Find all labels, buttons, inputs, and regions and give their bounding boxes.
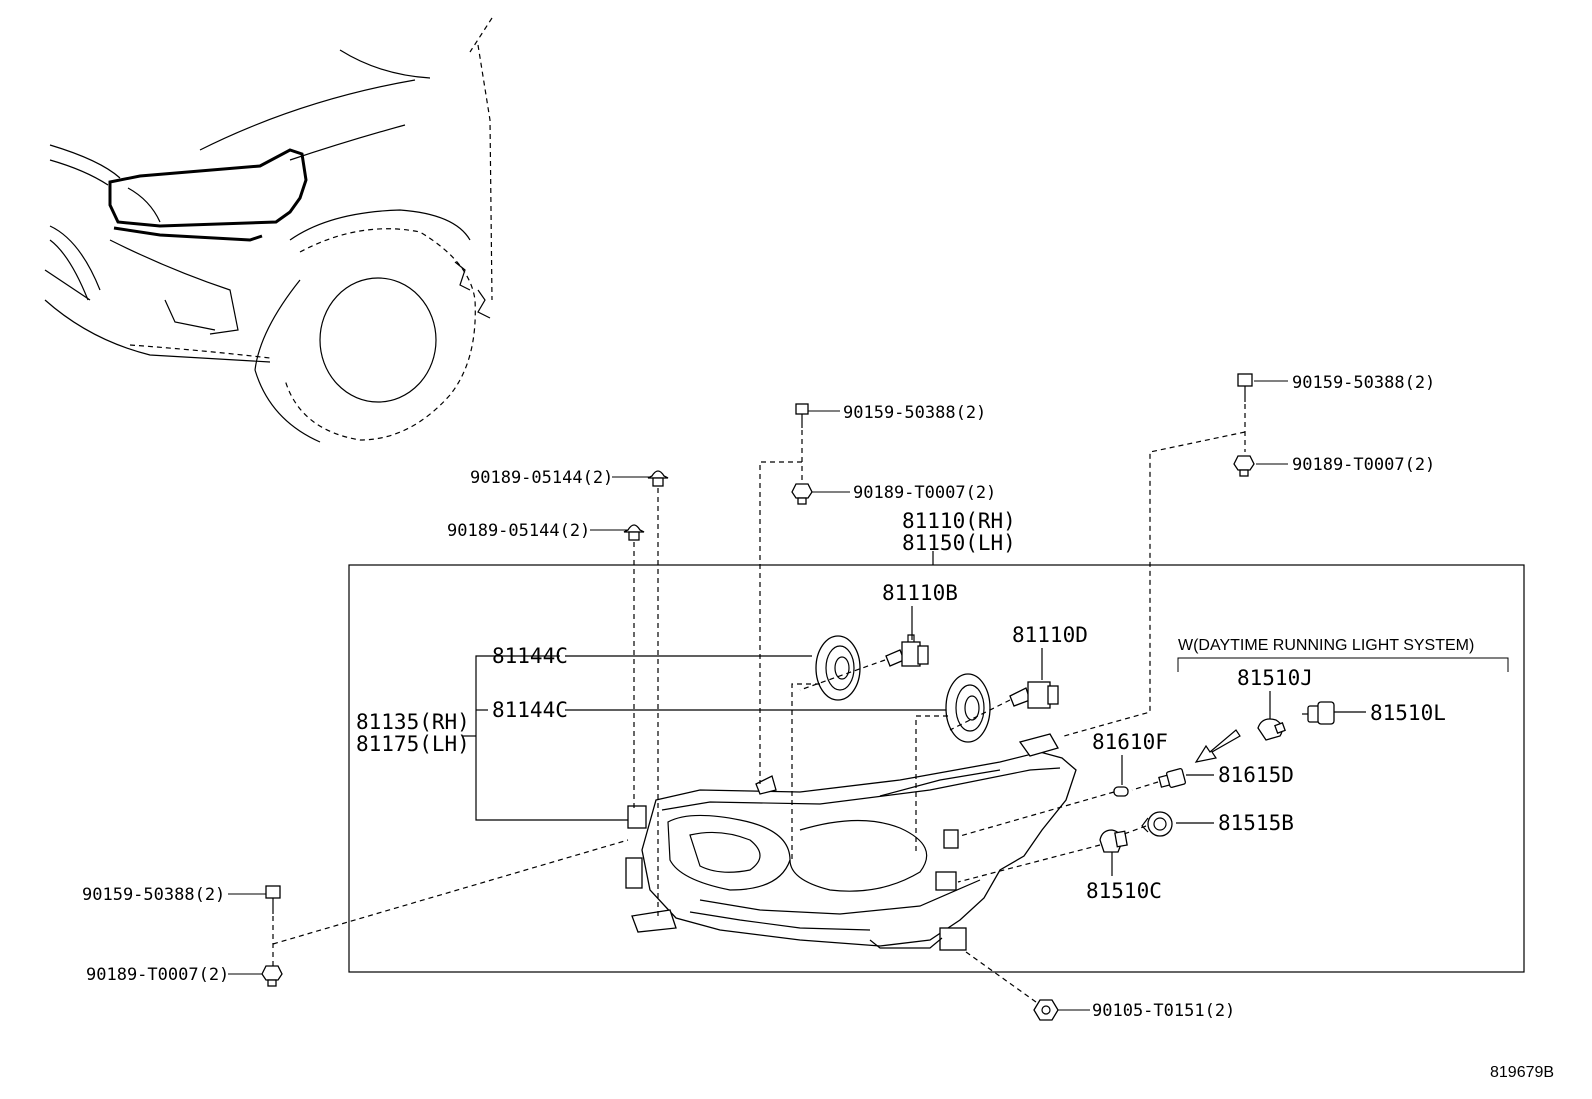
guide-81110b (799, 659, 886, 691)
part-81110d-label: 81110D (1012, 623, 1088, 647)
part-81515b-label: 81515B (1218, 811, 1294, 835)
bulb-cover-lower (945, 673, 991, 743)
socket-81515b (1141, 811, 1173, 837)
assembly-frame (348, 564, 1525, 973)
bolt-label-left: 90159-50388(2) (82, 885, 225, 905)
bolt-label-right: 90159-50388(2) (1292, 373, 1435, 393)
bulb-81110d (1009, 681, 1059, 709)
bulb-81110b (885, 634, 929, 667)
screw-90105-t0151 (1033, 999, 1059, 1021)
assembly-number-lh: 81150(LH) (902, 531, 1016, 555)
clip-label-a: 90189-05144(2) (470, 468, 613, 488)
screw-label-bottom: 90105-T0151(2) (1092, 1001, 1235, 1021)
part-81510c-label: 81510C (1086, 879, 1162, 903)
housing-number-rh: 81135(RH) (356, 710, 470, 734)
guide-81110d (949, 699, 1011, 731)
nut-90189-t0007-left (261, 965, 283, 987)
guide-81615d (1131, 781, 1159, 791)
clip-90189-05144-a (647, 470, 669, 487)
part-81110b-label: 81110B (882, 581, 958, 605)
clip-label-b: 90189-05144(2) (447, 521, 590, 541)
bulb-81510j (1257, 718, 1286, 741)
bolt-label-mid: 90159-50388(2) (843, 403, 986, 423)
housing-number-lh: 81175(LH) (356, 732, 470, 756)
nut-90189-t0007-mid (791, 483, 813, 505)
direction-arrow (1194, 729, 1241, 763)
figure-number: 819679B (1490, 1064, 1554, 1081)
bulb-81510c (1099, 829, 1128, 853)
part-81144c-label-a: 81144C (492, 644, 568, 668)
part-81610f-label: 81610F (1092, 730, 1168, 754)
bulb-cover-upper (815, 635, 861, 701)
part-81510j-label: 81510J (1237, 666, 1313, 690)
part-81144c-label-b: 81144C (492, 698, 568, 722)
housing-callout (462, 655, 628, 821)
bulb-81610f (1113, 786, 1129, 797)
nut-label-mid: 90189-T0007(2) (853, 483, 996, 503)
nut-label-right: 90189-T0007(2) (1292, 455, 1435, 475)
socket-81615d (1158, 768, 1186, 788)
guide-cover-upper (791, 683, 820, 860)
bolt-90159-50388-left (265, 885, 281, 914)
part-81615d-label: 81615D (1218, 763, 1294, 787)
vehicle-locator-sketch (44, 17, 493, 443)
assembly-number-rh: 81110(RH) (902, 509, 1016, 533)
guide-81515b (1123, 825, 1147, 835)
part-81510l-label: 81510L (1370, 701, 1446, 725)
drl-condition-label: W(DAYTIME RUNNING LIGHT SYSTEM) (1178, 637, 1474, 654)
headlamp-assembly (625, 733, 1077, 951)
nut-90189-t0007-right (1233, 455, 1255, 477)
guide-81510c (957, 844, 1101, 883)
bolt-90159-50388-mid (795, 403, 809, 428)
nut-label-left: 90189-T0007(2) (86, 965, 229, 985)
bolt-90159-50388-right (1237, 373, 1253, 402)
clip-90189-05144-b (623, 524, 645, 541)
socket-81510l (1302, 701, 1335, 725)
guide-cover-lower (915, 715, 948, 852)
